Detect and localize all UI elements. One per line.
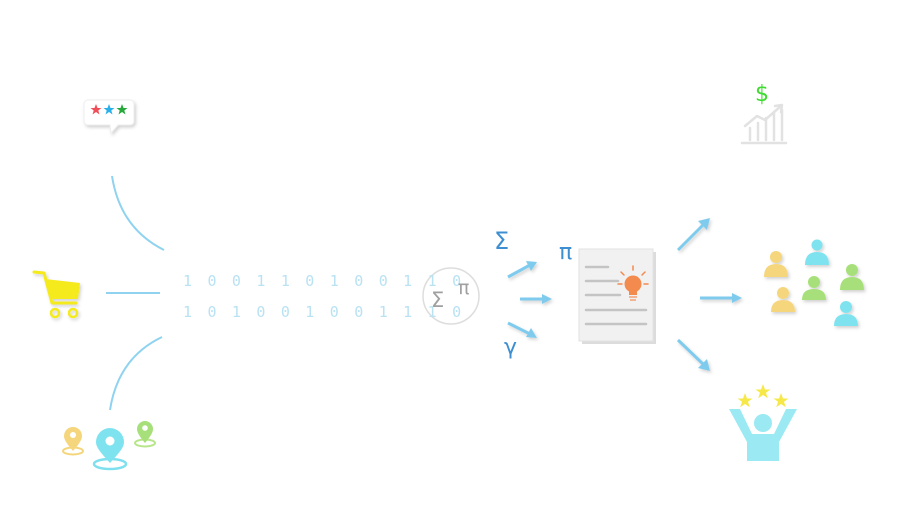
shopping-cart-icon <box>32 270 80 319</box>
dollar-sign: $ <box>755 82 769 107</box>
math-circle-icon <box>422 267 480 325</box>
connector-top <box>111 175 165 251</box>
happy-customer-icon <box>729 384 797 461</box>
gamma-symbol: γ <box>504 335 518 360</box>
circle-sigma-symbol: Σ <box>431 288 445 312</box>
input-arrows <box>507 261 552 338</box>
report-document-icon <box>578 248 656 344</box>
pi-symbol: π <box>559 240 573 265</box>
sigma-symbol: Σ <box>494 227 510 255</box>
revenue-chart-icon <box>740 103 788 145</box>
binary-row-1: 1 0 0 1 1 0 1 0 0 1 1 0 <box>183 272 465 290</box>
output-arrows <box>676 218 742 371</box>
lightbulb-icon <box>617 265 649 301</box>
rating-bubble-icon <box>83 99 135 135</box>
people-group-icon <box>764 239 864 326</box>
binary-row-2: 1 0 1 0 0 1 0 0 1 1 1 0 <box>183 303 465 321</box>
connector-bottom <box>109 336 163 411</box>
circle-pi-symbol: π <box>458 277 470 299</box>
location-pins-icon <box>62 421 156 471</box>
